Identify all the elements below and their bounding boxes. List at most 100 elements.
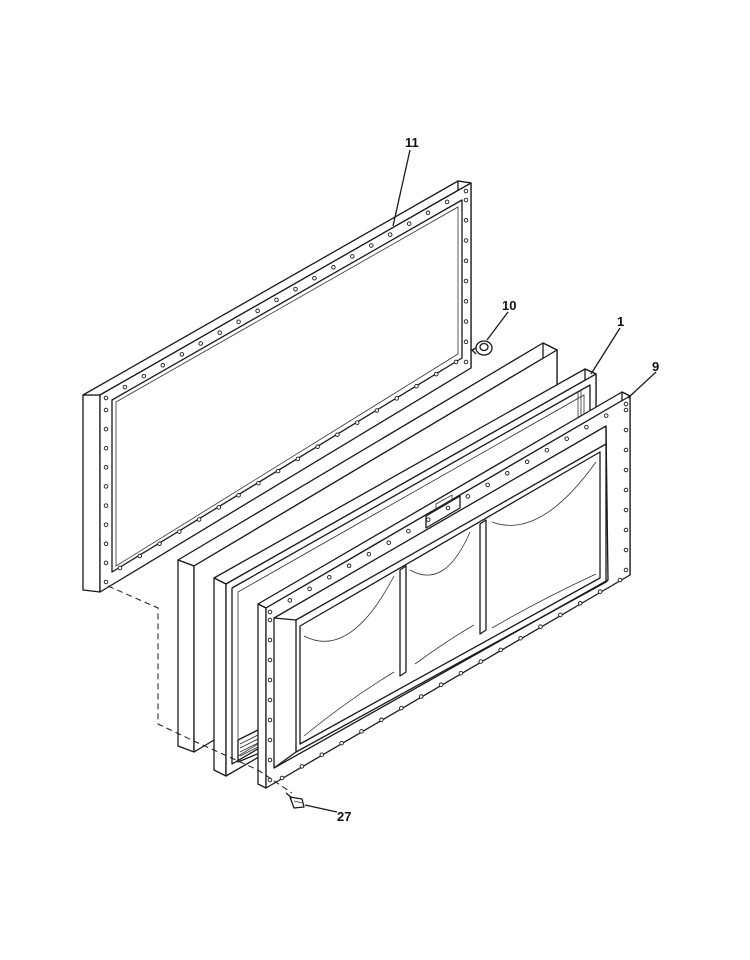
screw-hole bbox=[463, 188, 469, 194]
screw-hole bbox=[327, 575, 332, 580]
screw-hole bbox=[346, 563, 352, 569]
screw-hole bbox=[236, 319, 241, 324]
screw-hole bbox=[279, 775, 285, 781]
screw-hole bbox=[463, 218, 469, 223]
screw-hole bbox=[538, 624, 543, 629]
screw-hole bbox=[478, 659, 484, 664]
screw-hole bbox=[103, 522, 109, 527]
screw-hole bbox=[463, 359, 469, 365]
screw-hole bbox=[369, 243, 374, 248]
screw-hole bbox=[335, 432, 340, 437]
screw-hole bbox=[267, 677, 273, 683]
screw-hole bbox=[307, 586, 312, 592]
screw-hole bbox=[103, 503, 109, 508]
screw-hole bbox=[524, 459, 530, 465]
window-dividers bbox=[303, 461, 597, 737]
leader-lines bbox=[304, 149, 657, 813]
screw-hole bbox=[399, 705, 404, 711]
screw-hole bbox=[267, 657, 273, 663]
screw-hole bbox=[445, 505, 451, 511]
screw-hole bbox=[465, 494, 471, 499]
screw-hole bbox=[350, 254, 355, 259]
screw-hole bbox=[387, 232, 393, 237]
screw-hole bbox=[597, 589, 603, 594]
screw-hole bbox=[331, 265, 336, 270]
screw-hole bbox=[103, 484, 109, 489]
screw-hole bbox=[359, 729, 364, 734]
screw-hole bbox=[177, 529, 182, 534]
screw-hole bbox=[463, 238, 469, 243]
screw-hole bbox=[623, 487, 629, 493]
screw-hole bbox=[463, 258, 469, 264]
screw-hole bbox=[312, 275, 317, 281]
callout-11: 11 bbox=[405, 135, 419, 150]
screw-hole bbox=[299, 764, 305, 769]
screw-hole bbox=[179, 352, 185, 357]
screw-hole bbox=[137, 553, 143, 559]
screw-hole bbox=[267, 717, 273, 723]
screw-hole bbox=[406, 221, 412, 226]
screw-hole bbox=[623, 447, 629, 453]
screw-hole bbox=[623, 527, 629, 533]
screw-hole bbox=[463, 299, 469, 304]
fastener-part-10 bbox=[471, 340, 493, 356]
callout-10: 10 bbox=[502, 298, 517, 313]
leader-27 bbox=[304, 804, 338, 813]
screw-hole bbox=[216, 505, 222, 510]
screw-hole bbox=[414, 383, 419, 389]
screw-hole bbox=[256, 480, 261, 486]
screw-hole bbox=[293, 286, 298, 292]
screw-hole bbox=[267, 697, 273, 703]
screw-hole bbox=[463, 319, 469, 324]
screw-hole bbox=[267, 637, 273, 643]
screw-hole bbox=[623, 547, 629, 553]
screw-hole bbox=[406, 528, 411, 534]
callout-27: 27 bbox=[337, 809, 352, 824]
screw-hole bbox=[379, 717, 384, 723]
screw-hole bbox=[217, 330, 222, 335]
screw-hole bbox=[623, 427, 629, 433]
screw-hole bbox=[617, 577, 623, 583]
screw-hole bbox=[485, 482, 490, 488]
leader-10 bbox=[486, 311, 509, 341]
screw-hole bbox=[319, 752, 325, 757]
screw-hole bbox=[267, 609, 273, 615]
screw-hole bbox=[198, 341, 203, 346]
screw-hole bbox=[366, 551, 372, 557]
screw-hole bbox=[103, 407, 109, 413]
screw-hole bbox=[623, 401, 629, 407]
screw-hole bbox=[160, 363, 166, 368]
screw-part-27 bbox=[285, 792, 305, 809]
screw-hole bbox=[544, 447, 550, 453]
screw-hole bbox=[103, 541, 109, 547]
screw-hole bbox=[463, 278, 469, 284]
screw-hole bbox=[374, 408, 380, 413]
screw-hole bbox=[564, 436, 569, 441]
screw-hole bbox=[394, 396, 399, 401]
screw-hole bbox=[267, 617, 273, 623]
screw-hole bbox=[623, 567, 629, 573]
screw-hole bbox=[103, 426, 109, 432]
screw-hole bbox=[438, 682, 444, 688]
screw-hole bbox=[623, 407, 629, 413]
screw-hole bbox=[433, 371, 439, 377]
screw-hole bbox=[103, 395, 109, 401]
screw-hole bbox=[463, 197, 469, 203]
screw-hole bbox=[295, 456, 301, 462]
leader-9 bbox=[627, 371, 657, 399]
screw-hole bbox=[458, 670, 464, 676]
screw-hole bbox=[236, 493, 241, 498]
screw-hole bbox=[122, 384, 128, 390]
screw-hole bbox=[103, 445, 109, 451]
screw-hole bbox=[425, 517, 431, 522]
screw-hole bbox=[275, 468, 281, 474]
screw-hole bbox=[386, 540, 391, 545]
leader-11 bbox=[392, 149, 411, 227]
screw-hole bbox=[623, 467, 629, 473]
screw-hole bbox=[584, 424, 589, 430]
screw-hole bbox=[453, 359, 459, 365]
screw-hole bbox=[354, 420, 360, 425]
screw-hole bbox=[255, 308, 260, 314]
screw-hole bbox=[103, 465, 109, 470]
